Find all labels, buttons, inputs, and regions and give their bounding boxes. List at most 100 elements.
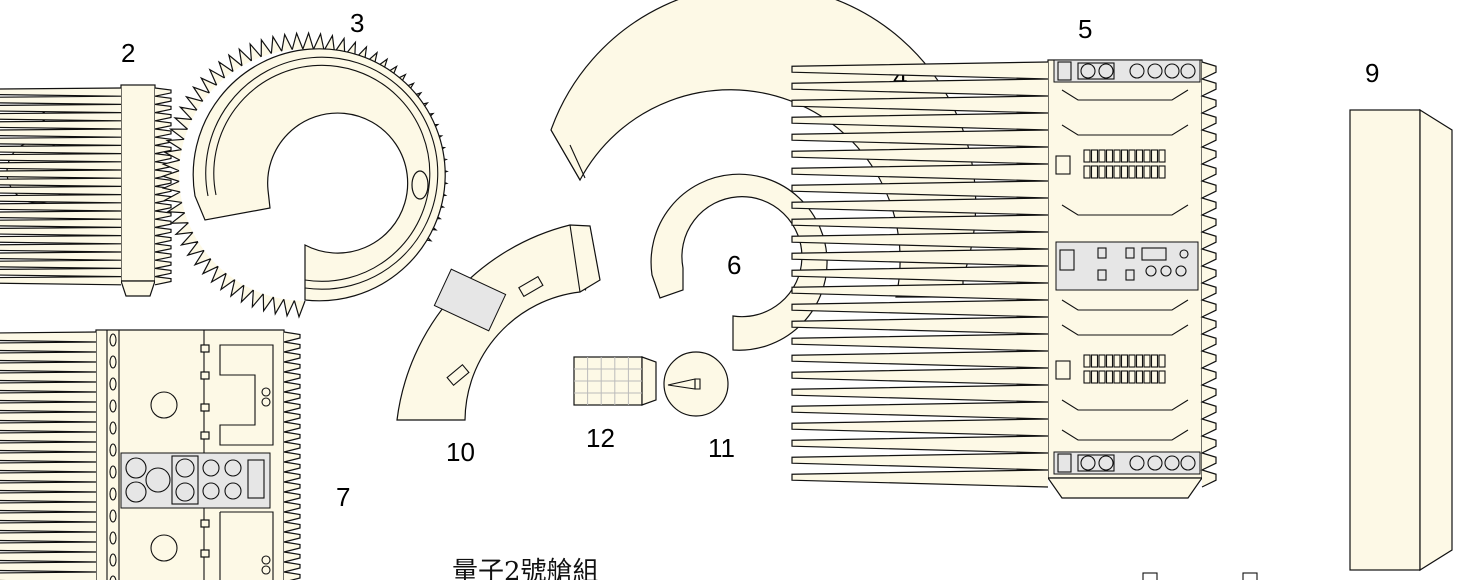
tab-teeth <box>0 331 97 580</box>
tab-teeth <box>0 87 122 286</box>
corridor-fixture <box>518 275 544 298</box>
rack-slot <box>1113 370 1121 384</box>
rack-slot <box>1113 149 1121 163</box>
rack-slot <box>1158 165 1166 179</box>
fan <box>1180 455 1196 471</box>
part-3-toothed-ring <box>161 31 449 319</box>
rail-hole <box>109 333 117 347</box>
label-part-12: 12 <box>586 423 615 453</box>
rack-slot <box>1135 149 1144 163</box>
rack-slot <box>1113 165 1121 179</box>
stud <box>200 344 210 353</box>
label-part-2: 2 <box>121 38 135 68</box>
fold-line <box>1061 299 1189 311</box>
fan <box>1180 63 1196 79</box>
fan <box>1080 455 1096 471</box>
part-11-dial-disc <box>663 351 729 417</box>
rail-hole <box>109 465 117 479</box>
fold-line <box>1061 89 1189 101</box>
fan <box>1129 63 1145 79</box>
part-9-tall-box <box>1349 108 1453 572</box>
valve <box>1055 155 1071 175</box>
part-5-module-panel <box>791 59 1217 499</box>
rack-slot <box>1105 149 1114 163</box>
rail-hole <box>109 377 117 391</box>
label-part-7: 7 <box>336 482 350 512</box>
fan <box>1147 455 1163 471</box>
label-part-3: 3 <box>350 8 364 38</box>
stud <box>200 519 210 528</box>
sheet-title: 量子2號艙組 <box>452 557 599 580</box>
fold-line <box>1061 429 1189 441</box>
corridor-fixture <box>446 363 470 387</box>
label-part-9: 9 <box>1365 58 1379 88</box>
fan <box>1164 455 1180 471</box>
part-7-hull-panel <box>0 329 301 580</box>
tab-teeth <box>1200 61 1217 488</box>
rack-slot <box>1128 149 1136 163</box>
tab-teeth <box>791 61 1049 488</box>
label-part-5: 5 <box>1078 14 1092 44</box>
rail-hole <box>109 399 117 413</box>
label-part-6: 6 <box>727 250 741 280</box>
rack-slot <box>1158 354 1166 368</box>
part-12-grid-panel <box>573 356 657 406</box>
fan <box>1098 455 1114 471</box>
rack-slot <box>1143 149 1151 163</box>
rack-slot <box>1105 354 1114 368</box>
rack-slot <box>1150 354 1159 368</box>
rack-slot <box>1135 165 1144 179</box>
corridor-equipment-panel <box>433 268 507 332</box>
rack-slot <box>1098 370 1106 384</box>
rack-slot <box>1120 149 1129 163</box>
stud <box>200 371 210 380</box>
stud <box>200 403 210 412</box>
rack-slot <box>1128 370 1136 384</box>
fan <box>1098 63 1114 79</box>
rack-slot <box>1143 370 1151 384</box>
fan <box>1164 63 1180 79</box>
rack-slot <box>1150 370 1159 384</box>
rail-hole <box>109 531 117 545</box>
rack-slot <box>1083 370 1091 384</box>
rack-slot <box>1098 165 1106 179</box>
rack-slot <box>1150 149 1159 163</box>
rack-slot <box>1158 149 1166 163</box>
rack-slot <box>1135 370 1144 384</box>
rack-slot <box>1105 165 1114 179</box>
rail-hole <box>109 575 117 580</box>
rack-slot <box>1143 354 1151 368</box>
fan <box>1080 63 1096 79</box>
rack-slot <box>1098 149 1106 163</box>
rack-slot <box>1083 149 1091 163</box>
rail-hole <box>109 421 117 435</box>
rack-slot <box>1135 354 1144 368</box>
part-10-curved-corridor <box>396 224 601 421</box>
rail-hole <box>109 443 117 457</box>
valve <box>1055 360 1071 380</box>
rack-slot <box>1090 370 1099 384</box>
fan <box>1129 455 1145 471</box>
rail-hole <box>109 487 117 501</box>
rack-slot <box>1120 165 1129 179</box>
rack-slot <box>1090 165 1099 179</box>
rack-slot <box>1098 354 1106 368</box>
rack-slot <box>1128 165 1136 179</box>
rail-hole <box>109 355 117 369</box>
rack-slot <box>1083 165 1091 179</box>
tab-teeth <box>154 87 172 286</box>
rack-slot <box>1090 354 1099 368</box>
rack-slot <box>1143 165 1151 179</box>
small-tab-pieces <box>1142 572 1258 580</box>
fold-line <box>1061 324 1189 336</box>
part-2-toothed-strip <box>0 84 172 297</box>
fold-line <box>1061 204 1189 216</box>
rack-slot <box>1090 149 1099 163</box>
rack-slot <box>1120 354 1129 368</box>
rack-slot <box>1158 370 1166 384</box>
stud <box>200 431 210 440</box>
tab-teeth <box>283 331 301 580</box>
rack-slot <box>1113 354 1121 368</box>
fan <box>1147 63 1163 79</box>
